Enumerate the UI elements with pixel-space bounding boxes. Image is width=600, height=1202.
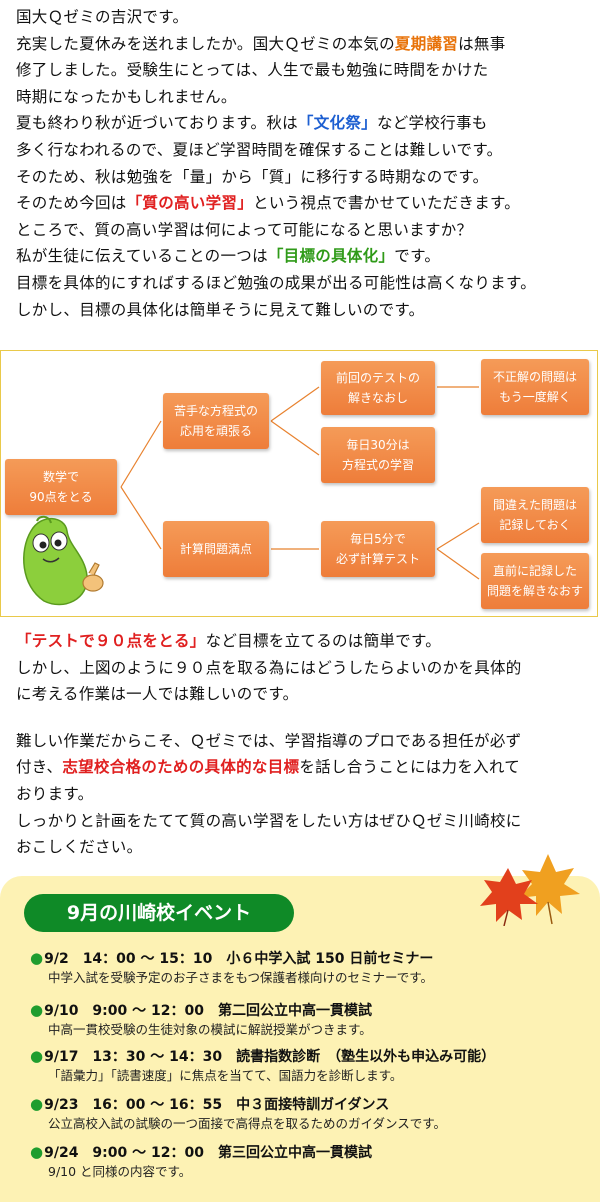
mascot-icon	[23, 515, 104, 606]
body-line: しかし、上図のように９０点を取る為にはどうしたらよいのかを具体的	[16, 658, 522, 677]
diagram-leaf-redo: 直前に記録した 問題を解きなおす	[481, 553, 589, 609]
diagram-branch-equations: 苦手な方程式の 応用を頑張る	[163, 393, 269, 449]
bullet-icon: ●	[30, 1047, 44, 1065]
body-line: しっかりと計画をたてて質の高い学習をしたい方はぜひＱゼミ川崎校に	[16, 811, 522, 830]
highlight-summer-course: 夏期講習	[394, 34, 459, 53]
event-heading: 9/17 13：30 ～ 14：30 読書指数診断 （塾生以外も申込み可能）	[44, 1049, 496, 1065]
highlight-festival: 「文化祭」	[297, 114, 377, 133]
body-line: 付き、志望校合格のための具体的な目標を話し合うことには力を入れて	[16, 758, 521, 777]
diagram-node-daily-equations: 毎日30分は 方程式の学習	[321, 427, 435, 483]
body-text: 「テストで９０点をとる」など目標を立てるのは簡単です。 しかし、上図のように９０…	[16, 628, 596, 861]
event-item: ●9/10 9:00 ～ 12：00 第二回公立中高一貫模試 中高一貫校受験の生…	[30, 1000, 372, 1039]
bullet-icon: ●	[30, 1001, 44, 1019]
diagram-node-daily-calc-test: 毎日5分で 必ず計算テスト	[321, 521, 435, 577]
diagram-leaf-resolve: 不正解の問題は もう一度解く	[481, 359, 589, 415]
diagram-root: 数学で 90点をとる	[5, 459, 117, 515]
event-item: ●9/2 14：00 ～ 15：10 小６中学入試 150 日前セミナー 中学入…	[30, 948, 433, 987]
diagram-leaf-record: 間違えた問題は 記録しておく	[481, 487, 589, 543]
diagram-node-review-test: 前回のテストの 解きなおし	[321, 361, 435, 415]
event-description: 中高一貫校受験の生徒対象の模試に解説授業がつきます。	[48, 1022, 372, 1037]
body-line: 「テストで９０点をとる」など目標を立てるのは簡単です。	[16, 632, 442, 650]
event-heading: 9/2 14：00 ～ 15：10 小６中学入試 150 日前セミナー	[44, 951, 434, 967]
intro-line: 目標を具体的にすればするほど勉強の成果が出る可能性は高くなります。	[16, 273, 537, 292]
bullet-icon: ●	[30, 949, 44, 967]
bullet-icon: ●	[30, 1095, 44, 1113]
highlight-goal: 「目標の具体化」	[267, 247, 395, 266]
intro-line: 充実した夏休みを送れましたか。国大Ｑゼミの本気の夏期講習は無事	[16, 34, 506, 53]
event-heading: 9/24 9:00 ～ 12：00 第三回公立中高一貫模試	[44, 1145, 372, 1161]
event-heading: 9/10 9:00 ～ 12：00 第二回公立中高一貫模試	[44, 1003, 372, 1019]
intro-line: 修了しました。受験生にとっては、人生で最も勉強に時間をかけた	[16, 61, 489, 80]
intro-line: そのため、秋は勉強を「量」から「質」に移行する時期なのです。	[16, 167, 489, 186]
intro-line: 時期になったかもしれません。	[16, 87, 237, 106]
event-item: ●9/24 9:00 ～ 12：00 第三回公立中高一貫模試 9/10 と同様の…	[30, 1142, 372, 1181]
event-description: 公立高校入試の試験の一つ面接で高得点を取るためのガイダンスです。	[48, 1116, 447, 1131]
highlight-quality: 「質の高い学習」	[126, 194, 254, 213]
intro-line: ところで、質の高い学習は何によって可能になると思いますか？	[16, 220, 473, 239]
goal-tree-diagram: 数学で 90点をとる 苦手な方程式の 応用を頑張る 計算問題満点 前回のテストの…	[0, 350, 598, 617]
event-item: ●9/17 13：30 ～ 14：30 読書指数診断 （塾生以外も申込み可能） …	[30, 1046, 495, 1085]
event-item: ●9/23 16：00 ～ 16：55 中３面接特訓ガイダンス 公立高校入試の試…	[30, 1094, 446, 1133]
autumn-leaves-icon	[480, 854, 580, 926]
intro-line: 私が生徒に伝えていることの一つは「目標の具体化」です。	[16, 247, 441, 266]
highlight-concrete-goal: 志望校合格のための具体的な目標	[62, 758, 300, 777]
body-line: おります。	[16, 784, 94, 803]
intro-line: 夏も終わり秋が近づいております。秋は「文化祭」など学校行事も	[16, 114, 488, 133]
body-line: に考える作業は一人では難しいのです。	[16, 685, 299, 704]
intro-text: 国大Ｑゼミの吉沢です。 充実した夏休みを送れましたか。国大Ｑゼミの本気の夏期講習…	[16, 4, 596, 323]
diagram-branch-calculation: 計算問題満点	[163, 521, 269, 577]
body-line: おこしください。	[16, 838, 143, 857]
intro-line: そのため今回は「質の高い学習」という視点で書かせていただきます。	[16, 194, 521, 213]
event-description: 「語彙力」「読書速度」に焦点を当てて、国語力を診断します。	[48, 1068, 403, 1083]
events-title: 9月の川崎校イベント	[24, 894, 294, 932]
intro-line: 国大Ｑゼミの吉沢です。	[16, 8, 189, 26]
intro-line: しかし、目標の具体化は簡単そうに見えて難しいのです。	[16, 300, 425, 319]
highlight-target-90: 「テストで９０点をとる」	[16, 632, 206, 650]
event-description: 9/10 と同様の内容です。	[48, 1164, 192, 1179]
events-panel: 9月の川崎校イベント ●9/2 14：00 ～ 15：10 小６中学入試 150…	[0, 854, 600, 1202]
bullet-icon: ●	[30, 1143, 44, 1161]
event-description: 中学入試を受験予定のお子さまをもつ保護者様向けのセミナーです。	[48, 970, 434, 985]
diagram-connectors	[120, 386, 480, 580]
event-heading: 9/23 16：00 ～ 16：55 中３面接特訓ガイダンス	[44, 1097, 390, 1113]
body-line: 難しい作業だからこそ、Ｑゼミでは、学習指導のプロである担任が必ず	[16, 731, 522, 750]
intro-line: 多く行なわれるので、夏ほど学習時間を確保することは難しいです。	[16, 140, 503, 159]
